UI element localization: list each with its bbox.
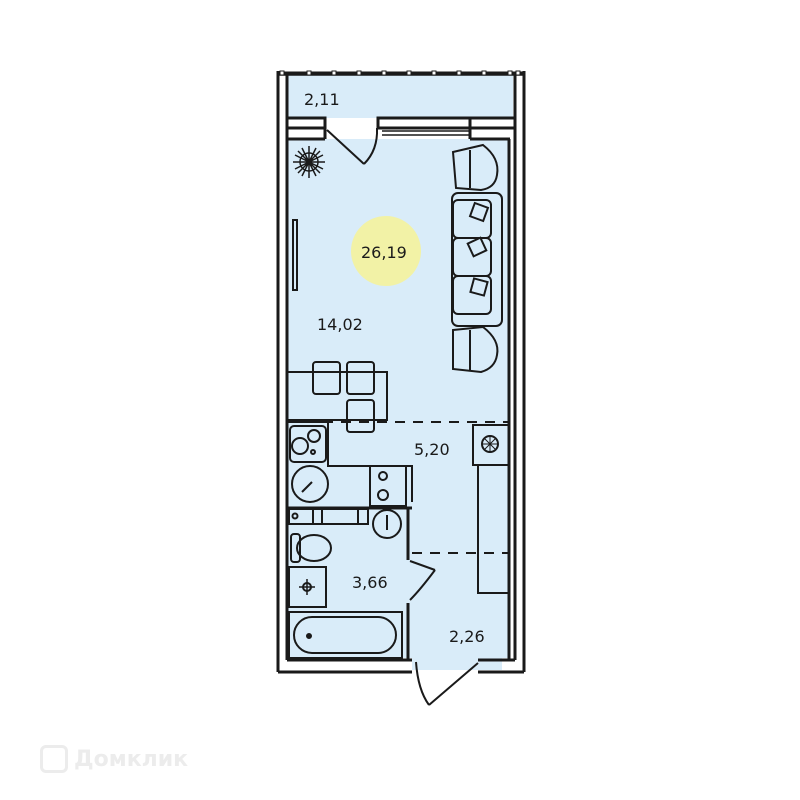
area-label-kitchen: 5,20 — [414, 440, 450, 459]
area-label-living: 14,02 — [317, 315, 363, 334]
shower-drain-icon — [288, 566, 327, 608]
watermark-logo: Домклик — [40, 745, 188, 773]
dining-table-icon — [286, 361, 388, 433]
ventilation-icon — [472, 424, 510, 594]
armchair-top-icon — [451, 143, 499, 192]
washbasin-icon — [372, 509, 402, 539]
total-area-badge — [351, 216, 421, 286]
entrance-door — [415, 661, 479, 706]
tv-icon — [292, 219, 298, 291]
bathtub-icon — [288, 611, 403, 659]
area-label-hallway: 2,26 — [449, 627, 485, 646]
sink-round-icon — [291, 465, 329, 503]
balcony-door — [326, 127, 379, 165]
walls — [276, 71, 526, 674]
area-label-balcony: 2,11 — [304, 90, 340, 109]
watermark-text: Домклик — [74, 746, 189, 772]
bathroom-door — [409, 560, 436, 601]
domclick-logo-icon — [40, 745, 68, 773]
balcony-railing-posts — [279, 70, 521, 76]
area-label-total: 26,19 — [361, 243, 407, 262]
stove-icon — [289, 425, 327, 463]
washing-machine-icon — [288, 508, 369, 525]
sofa-icon — [451, 192, 503, 327]
plant-icon — [293, 146, 325, 178]
armchair-bottom-icon — [452, 325, 499, 374]
area-label-bathroom: 3,66 — [352, 573, 388, 592]
kitchen-counter — [287, 421, 413, 507]
toilet-icon — [290, 533, 332, 563]
